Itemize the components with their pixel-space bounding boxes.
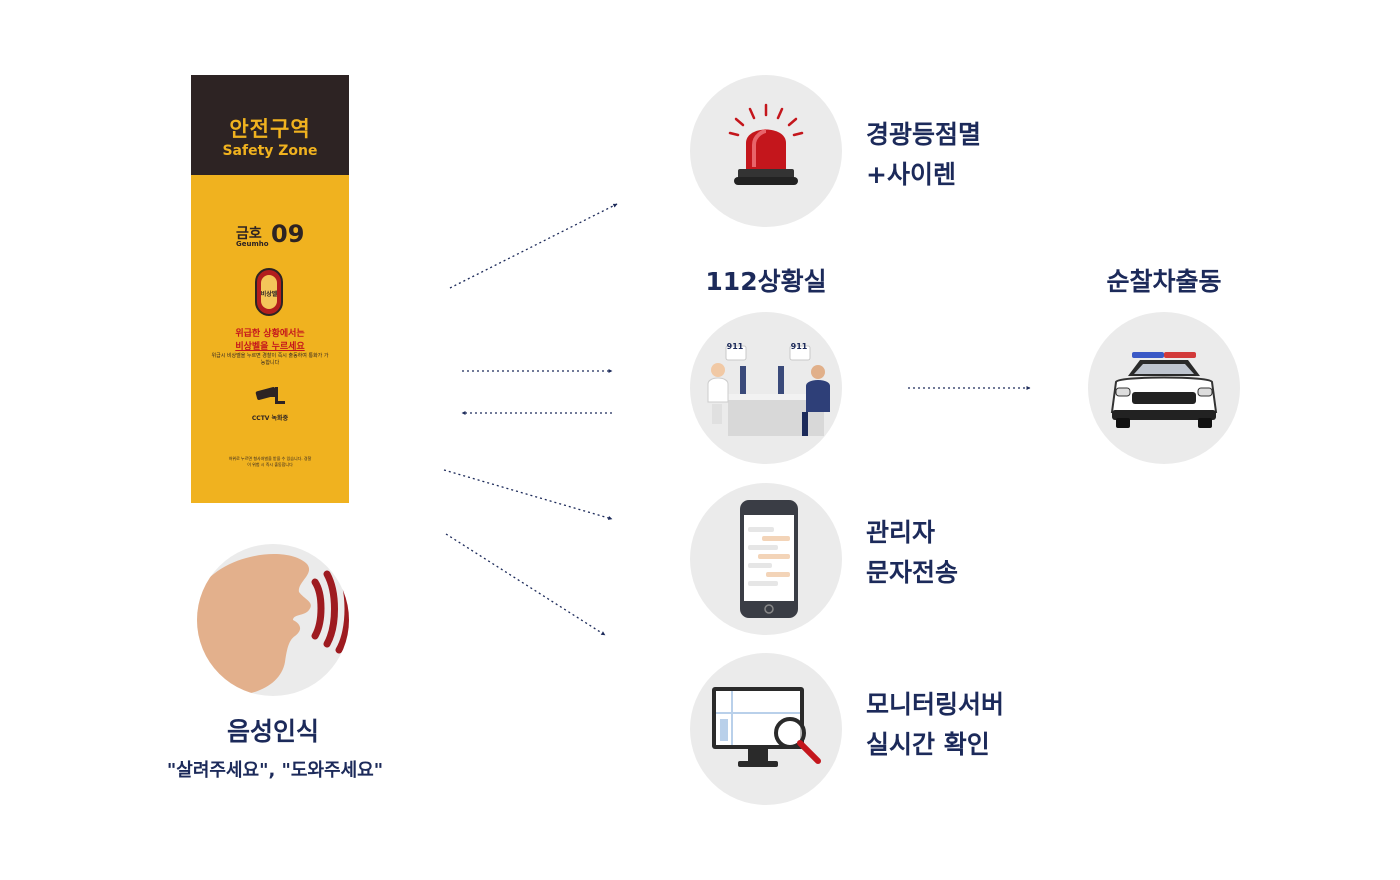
patrol-title: 순찰차출동 (1106, 267, 1222, 296)
police-car-icon (1110, 352, 1218, 428)
emergency-bell-icon: 비상벨 (255, 268, 283, 316)
smartphone-icon (740, 500, 798, 618)
monitor-label-line1: 모니터링서버 (866, 690, 1005, 719)
arrow-to-siren (449, 203, 618, 289)
poster-location-en: Geumho (236, 240, 269, 248)
poster-header (191, 75, 349, 175)
cctv-recording-label: CCTV 녹화중 (251, 415, 289, 422)
poster-location-number: 09 (271, 220, 305, 248)
monitor-circle (690, 653, 842, 805)
siren-label-line1: 경광등점멸 (866, 120, 982, 149)
control-room-circle (690, 312, 842, 464)
voice-recognition-title: 음성인식 (226, 717, 319, 746)
safety-zone-poster: 안전구역 Safety Zone 금호 Geumho 09 비상벨 위급한 상황… (191, 75, 349, 503)
control-room-operators-icon (707, 345, 830, 436)
arrow-to-monitor (445, 533, 606, 636)
poster-warning-line2: 비상벨을 누르세요 (235, 342, 305, 352)
siren-label-line2: +사이렌 (866, 160, 956, 189)
poster-warning-line1: 위급한 상황에서는 (235, 329, 305, 339)
poster-location-kr: 금호 (236, 226, 262, 242)
monitor-label-line2: 실시간 확인 (866, 730, 990, 759)
poster-info-text: 위급시 비상벨을 누르면 경찰이 즉시 출동하여 통화가 가능합니다 (211, 353, 329, 366)
poster-title-en: Safety Zone (222, 143, 318, 159)
poster-footer-text: 허위로 누르면 형사처벌을 받을 수 있습니다. 경찰이 위험 시 즉시 출동합… (228, 456, 312, 467)
bubble-911-left: 911 (726, 342, 744, 351)
siren-circle (690, 75, 842, 227)
speaking-face-icon (197, 554, 349, 696)
arrow-to-sms (443, 469, 613, 520)
cctv-camera-icon (255, 386, 285, 404)
poster-title-kr: 안전구역 (229, 117, 311, 141)
sms-circle (690, 483, 842, 635)
monitor-magnifier-icon (712, 687, 821, 767)
sms-label-line1: 관리자 (866, 518, 936, 547)
sms-label-line2: 문자전송 (866, 558, 959, 587)
bubble-911-right: 911 (790, 342, 808, 351)
emergency-bell-label: 비상벨 (260, 291, 278, 298)
patrol-circle (1088, 312, 1240, 464)
voice-recognition-circle (197, 544, 349, 696)
control-room-title: 112상황실 (705, 267, 827, 296)
voice-recognition-keywords: "살려주세요", "도와주세요" (166, 760, 384, 781)
siren-light-icon (728, 103, 804, 185)
